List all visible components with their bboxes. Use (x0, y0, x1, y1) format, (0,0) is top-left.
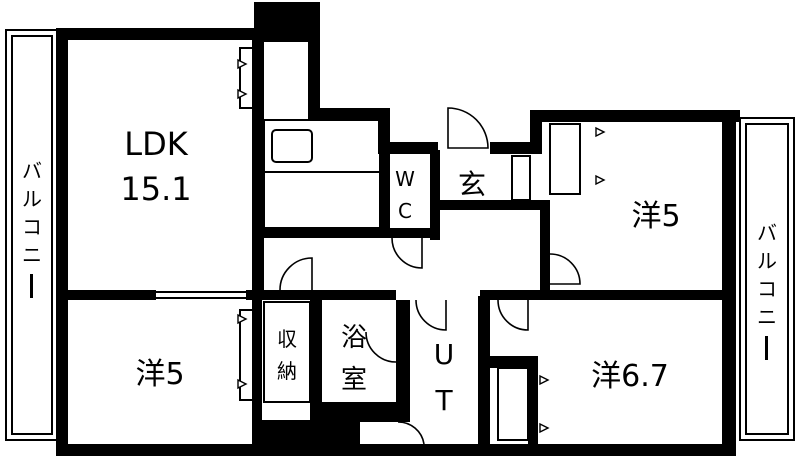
west-balcony-label: バ ル コ ニ (22, 159, 42, 298)
entrance-label: 玄 (458, 168, 486, 201)
closet-markers (237, 58, 606, 434)
east-balcony-char-3: コ (757, 277, 777, 301)
east-balcony-label: バ ル コ ニ (757, 221, 777, 360)
ldk-size: 15.1 (120, 170, 191, 208)
west-balcony-char-4: ニ (22, 243, 42, 267)
east-balcony-char-1: バ (757, 221, 777, 245)
west-balcony-inner (11, 35, 53, 435)
kitchen-counter (263, 119, 381, 229)
west-balcony-char-1: バ (22, 159, 42, 183)
interior-walls (56, 40, 736, 450)
utility-label-2: T (434, 384, 453, 417)
closets (239, 47, 581, 441)
southeast-room-label: 洋6.7 (591, 359, 669, 394)
west-room-label: 洋5 (135, 357, 184, 392)
storage-label-2: 納 (277, 359, 297, 383)
bath-label-1: 浴 (341, 323, 367, 353)
toilet-label-1: W (395, 167, 415, 191)
east-balcony-long-mark (765, 336, 768, 360)
west-balcony-char-2: ル (22, 187, 42, 211)
ldk-name: LDK (124, 125, 188, 163)
east-balcony (739, 117, 795, 441)
utility-label-1: U (434, 338, 455, 371)
east-balcony-char-2: ル (757, 249, 777, 273)
bath-label-2: 室 (341, 365, 367, 395)
west-balcony-long-mark (30, 274, 33, 298)
door-swings (279, 107, 581, 445)
east-room-label: 洋5 (631, 199, 680, 234)
east-balcony-inner (745, 123, 789, 435)
east-balcony-char-4: ニ (757, 305, 777, 329)
toilet-label-2: C (398, 199, 412, 223)
windows (59, 76, 731, 420)
storage-label-1: 収 (277, 327, 297, 351)
west-balcony-char-3: コ (22, 215, 42, 239)
